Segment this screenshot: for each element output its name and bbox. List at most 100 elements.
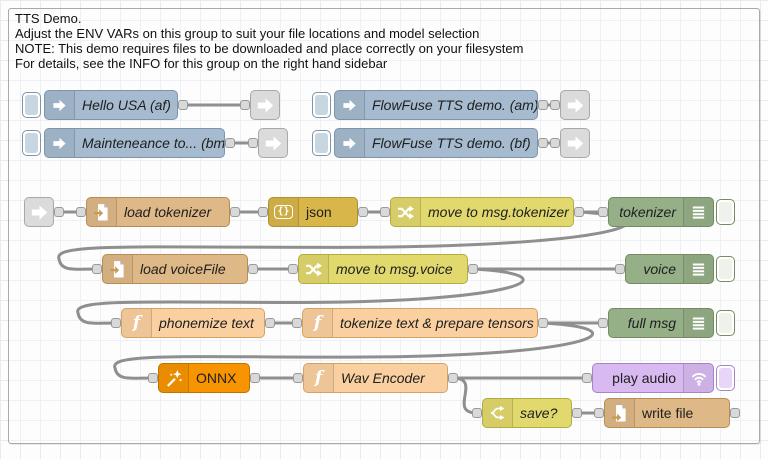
node-change-voice[interactable]: move to msg.voice <box>298 254 468 284</box>
inject-button[interactable] <box>22 130 41 156</box>
debug-toggle-button[interactable] <box>716 256 735 282</box>
link-arrow-icon <box>264 134 283 153</box>
inject-button[interactable] <box>312 130 331 156</box>
wire-func_wav-to-switch_save[interactable] <box>451 376 479 415</box>
node-linkout1[interactable] <box>250 90 280 120</box>
node-linkout3[interactable] <box>560 90 590 120</box>
input-port[interactable] <box>292 318 302 328</box>
node-change-tokenizer[interactable]: move to msg.tokenizer <box>390 197 574 227</box>
output-port[interactable] <box>358 207 368 217</box>
audio-waves-icon <box>683 364 713 392</box>
debug-toggle-button[interactable] <box>716 365 735 391</box>
node-debug-tokenizer[interactable]: tokenizer <box>608 197 714 227</box>
group-label-line-2: Adjust the ENV VARs on this group to sui… <box>15 26 480 41</box>
output-port[interactable] <box>574 207 584 217</box>
node-label: Wav Encoder <box>341 370 425 386</box>
inject-button[interactable] <box>22 92 41 118</box>
input-port[interactable] <box>148 373 158 383</box>
node-label: voice <box>643 261 676 277</box>
output-port[interactable] <box>54 207 64 217</box>
button-fill <box>719 313 732 333</box>
node-label: phonemize text <box>159 315 254 331</box>
node-write-file[interactable]: write file <box>604 398 730 428</box>
node-label: move to msg.voice <box>336 261 453 277</box>
link-arrow-icon <box>30 203 49 222</box>
node-inject-maint[interactable]: Mainteneance to... (bm) <box>44 128 225 158</box>
input-port[interactable] <box>111 318 121 328</box>
input-port[interactable] <box>288 264 298 274</box>
input-port[interactable] <box>594 408 604 418</box>
output-port[interactable] <box>248 264 258 274</box>
output-port[interactable] <box>538 138 548 148</box>
output-port[interactable] <box>572 408 582 418</box>
node-label: FlowFuse TTS demo. (am) <box>372 97 537 113</box>
button-fill <box>719 259 732 279</box>
button-fill <box>719 368 732 388</box>
node-label: ONNX <box>196 370 237 386</box>
node-linkout2[interactable] <box>258 128 288 158</box>
input-port[interactable] <box>615 264 625 274</box>
input-port[interactable] <box>582 373 592 383</box>
node-linkout4[interactable] <box>560 128 590 158</box>
output-port[interactable] <box>230 207 240 217</box>
input-port[interactable] <box>550 138 560 148</box>
input-port[interactable] <box>258 207 268 217</box>
inject-arrow-icon <box>335 91 365 119</box>
output-port[interactable] <box>538 100 548 110</box>
wire-change_voice-to-func_phonemize[interactable] <box>76 267 525 325</box>
node-debug-fullmsg[interactable]: full msg <box>608 308 714 338</box>
node-load-voicefile[interactable]: load voiceFile <box>102 254 248 284</box>
group-label-line-4: For details, see the INFO for this group… <box>15 56 388 71</box>
output-port[interactable] <box>178 100 188 110</box>
node-label: full msg <box>627 315 676 331</box>
node-label: load voiceFile <box>140 261 226 277</box>
input-port[interactable] <box>380 207 390 217</box>
input-port[interactable] <box>598 207 608 217</box>
input-port[interactable] <box>472 408 482 418</box>
input-port[interactable] <box>92 264 102 274</box>
node-label: move to msg.tokenizer <box>428 204 569 220</box>
link-arrow-icon <box>566 134 585 153</box>
node-switch-save[interactable]: save? <box>482 398 572 428</box>
debug-lines-icon <box>683 198 713 226</box>
debug-lines-icon <box>683 255 713 283</box>
node-linkin1[interactable] <box>24 197 54 227</box>
node-label: save? <box>520 405 558 421</box>
node-label: FlowFuse TTS demo. (bf) <box>372 135 531 151</box>
node-label: tokenizer <box>619 204 676 220</box>
debug-toggle-button[interactable] <box>716 310 735 336</box>
output-port[interactable] <box>538 318 548 328</box>
node-debug-voice[interactable]: voice <box>625 254 714 284</box>
input-port[interactable] <box>598 318 608 328</box>
output-port[interactable] <box>265 318 275 328</box>
node-json[interactable]: {}json <box>268 197 358 227</box>
inject-button[interactable] <box>312 92 331 118</box>
magic-wand-icon <box>159 364 189 392</box>
output-port[interactable] <box>448 373 458 383</box>
node-inject-hello[interactable]: Hello USA (af) <box>44 90 178 120</box>
node-label: play audio <box>612 370 676 386</box>
input-port[interactable] <box>76 207 86 217</box>
output-port[interactable] <box>730 408 740 418</box>
node-inject-ff-bf[interactable]: FlowFuse TTS demo. (bf) <box>334 128 538 158</box>
input-port[interactable] <box>550 100 560 110</box>
group-label-line-3: NOTE: This demo requires files to be dow… <box>15 41 524 56</box>
node-onnx[interactable]: ONNX <box>158 363 250 393</box>
wire-func_tokenize-to-onnx[interactable] <box>113 321 594 380</box>
node-inject-ff-am[interactable]: FlowFuse TTS demo. (am) <box>334 90 538 120</box>
link-arrow-icon <box>256 96 275 115</box>
node-load-tokenizer[interactable]: load tokenizer <box>86 197 230 227</box>
input-port[interactable] <box>293 373 303 383</box>
input-port[interactable] <box>248 138 258 148</box>
output-port[interactable] <box>250 373 260 383</box>
output-port[interactable] <box>225 138 235 148</box>
debug-toggle-button[interactable] <box>716 199 735 225</box>
output-port[interactable] <box>468 264 478 274</box>
node-play-audio[interactable]: play audio <box>592 363 714 393</box>
file-in-icon <box>87 198 117 226</box>
input-port[interactable] <box>240 100 250 110</box>
